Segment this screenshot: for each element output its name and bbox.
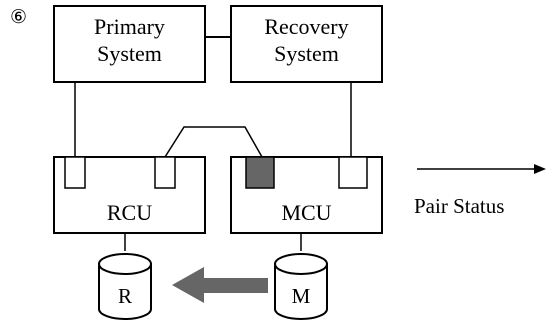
recovery-system-label: Recovery System <box>231 13 382 67</box>
recovery-system-line1: Recovery <box>264 14 349 39</box>
mcu-host-port <box>338 156 368 189</box>
primary-system-label: Primary System <box>54 13 205 67</box>
mcu-active-port <box>245 156 275 189</box>
disk-m-label: M <box>291 284 311 308</box>
step-marker: ⑥ <box>10 6 28 28</box>
primary-system-line1: Primary <box>94 14 165 39</box>
mcu-label: MCU <box>281 200 332 225</box>
recovery-system-line2: System <box>274 41 339 66</box>
arrow-right-icon <box>417 164 546 174</box>
rcu-label: RCU <box>106 200 153 225</box>
arrow-left-icon <box>172 267 268 303</box>
disk-r-label: R <box>117 284 132 308</box>
recovery-system-box <box>230 5 383 83</box>
primary-system-box <box>53 5 206 83</box>
primary-system-line2: System <box>97 41 162 66</box>
disk-r-cylinder <box>98 253 152 320</box>
pair-status-label: Pair Status <box>414 194 505 218</box>
disk-m-cylinder <box>274 253 328 320</box>
rcu-host-port <box>64 156 86 189</box>
remote-copy-link <box>164 126 263 158</box>
rcu-remote-port <box>154 156 176 189</box>
